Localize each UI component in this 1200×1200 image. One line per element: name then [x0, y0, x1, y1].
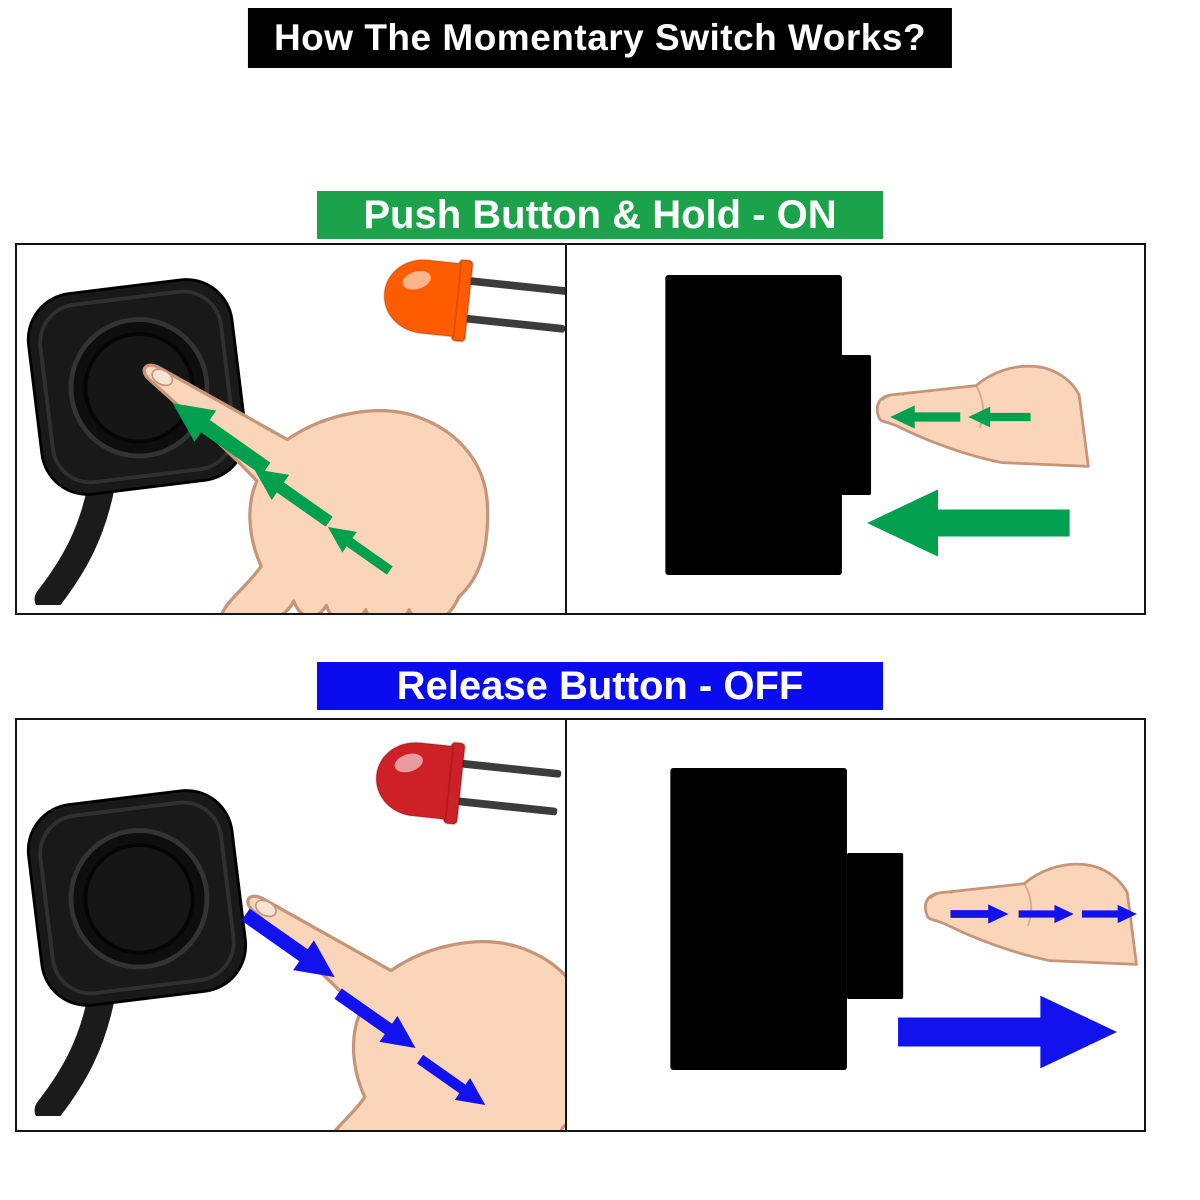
- push-arrow-large-icon: [867, 489, 1070, 557]
- panel-push-on: [15, 243, 1146, 615]
- banner-release-off: Release Button - OFF: [317, 662, 883, 710]
- panel-on-front-view: [17, 245, 567, 613]
- out-arrow-large-icon: [898, 995, 1117, 1069]
- banner-push-hold-on-label: Push Button & Hold - ON: [363, 192, 837, 237]
- switch-side-silhouette: [665, 275, 842, 575]
- banner-release-off-label: Release Button - OFF: [396, 663, 804, 708]
- illustration-press-front: [17, 250, 565, 613]
- switch-button-pressed: [839, 355, 872, 495]
- panel-off-front-view: [17, 720, 567, 1130]
- pointing-hand-icon: [142, 363, 490, 613]
- page-title-banner: How The Momentary Switch Works?: [247, 8, 953, 68]
- illustration-press-side: [665, 275, 1090, 575]
- led-on-icon: [379, 250, 565, 354]
- switch-side-silhouette: [670, 768, 847, 1070]
- illustration-release-side: [670, 768, 1138, 1070]
- led-off-icon: [371, 733, 565, 836]
- banner-push-hold-on: Push Button & Hold - ON: [317, 191, 883, 239]
- switch-button-released: [846, 853, 904, 999]
- page-title: How The Momentary Switch Works?: [273, 17, 927, 58]
- illustration-release-front: [17, 733, 565, 1130]
- pointing-hand-icon: [246, 894, 565, 1130]
- panel-release-off: [15, 718, 1146, 1132]
- panel-on-side-view: [567, 245, 1144, 613]
- momentary-switch-icon: [23, 785, 251, 1110]
- panel-off-side-view: [567, 720, 1144, 1130]
